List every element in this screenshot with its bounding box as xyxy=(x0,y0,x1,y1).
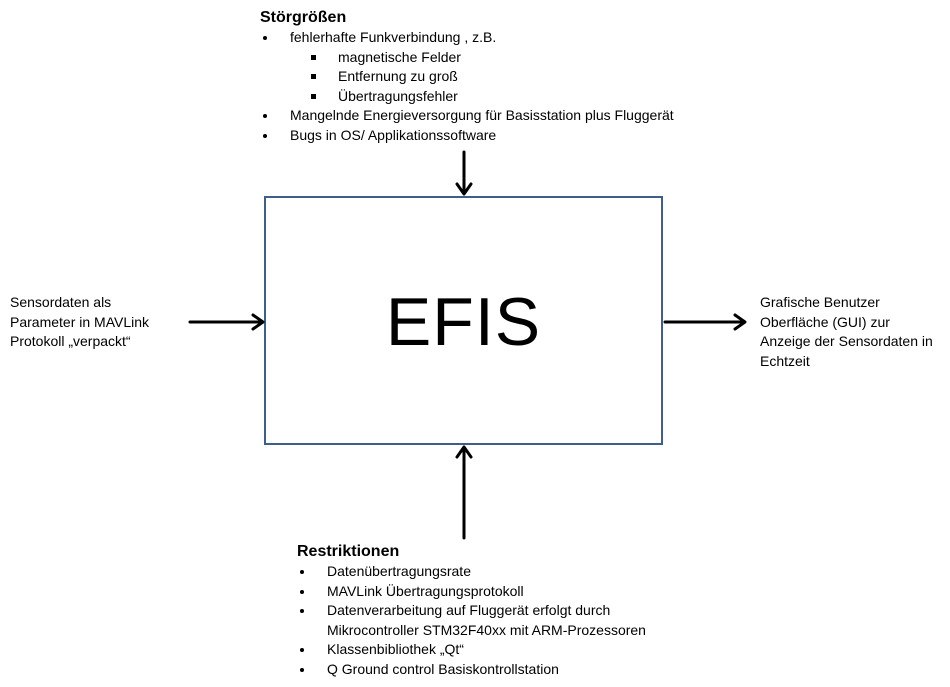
output-line: Oberfläche (GUI) zur xyxy=(760,313,890,330)
input-line: Sensordaten als xyxy=(10,294,112,310)
stoergroessen-list: Mangelnde Energieversorgung für Basissta… xyxy=(263,106,674,146)
output-text: Grafische Benutzer Oberfläche (GUI) zur … xyxy=(760,293,933,371)
arrow-right-icon xyxy=(188,313,265,331)
list-item: Entfernung zu groß xyxy=(311,67,674,87)
list-item: Klassenbibliothek „Qt“ xyxy=(300,640,646,660)
output-line: Grafische Benutzer xyxy=(760,294,880,310)
stoergroessen-title: Störgrößen xyxy=(260,9,347,26)
arrow-down-icon xyxy=(455,150,473,196)
list-item: Q Ground control Basiskontrollstation xyxy=(300,660,646,680)
arrow-up-icon xyxy=(455,445,473,540)
list-item: Mikrocontroller STM32F40xx mit ARM-Proze… xyxy=(327,621,646,638)
efis-label: EFIS xyxy=(385,284,542,360)
stoergroessen-block: Störgrößen fehlerhafte Funkverbindung , … xyxy=(260,8,674,145)
list-item: Datenverarbeitung auf Fluggerät erfolgt … xyxy=(300,601,646,621)
output-line: Echtzeit xyxy=(760,352,810,369)
arrow-right-icon xyxy=(663,313,747,331)
restriktionen-list: Datenübertragungsrate MAVLink Übertragun… xyxy=(300,562,646,680)
input-line: Parameter in MAVLink xyxy=(10,313,150,330)
restriktionen-block: Restriktionen Datenübertragungsrate MAVL… xyxy=(297,542,646,679)
list-item: Datenübertragungsrate xyxy=(300,562,646,582)
list-item: Bugs in OS/ Applikationssoftware xyxy=(263,126,674,146)
efis-box xyxy=(264,196,663,445)
stoergroessen-list: fehlerhafte Funkverbindung , z.B. xyxy=(263,28,674,48)
output-line: Anzeige der Sensordaten in xyxy=(760,333,933,349)
list-item: Übertragungsfehler xyxy=(311,87,674,107)
list-item: MAVLink Übertragungsprotokoll xyxy=(300,582,646,602)
input-line: Protokoll „verpackt“ xyxy=(10,333,131,349)
list-item: Mangelnde Energieversorgung für Basissta… xyxy=(263,106,674,126)
stoergroessen-sublist: magnetische Felder Entfernung zu groß Üb… xyxy=(311,48,674,107)
input-text: Sensordaten als Parameter in MAVLink Pro… xyxy=(10,293,149,352)
restriktionen-title: Restriktionen xyxy=(297,543,400,560)
list-item: magnetische Felder xyxy=(311,48,674,68)
list-item: fehlerhafte Funkverbindung , z.B. xyxy=(263,28,674,48)
